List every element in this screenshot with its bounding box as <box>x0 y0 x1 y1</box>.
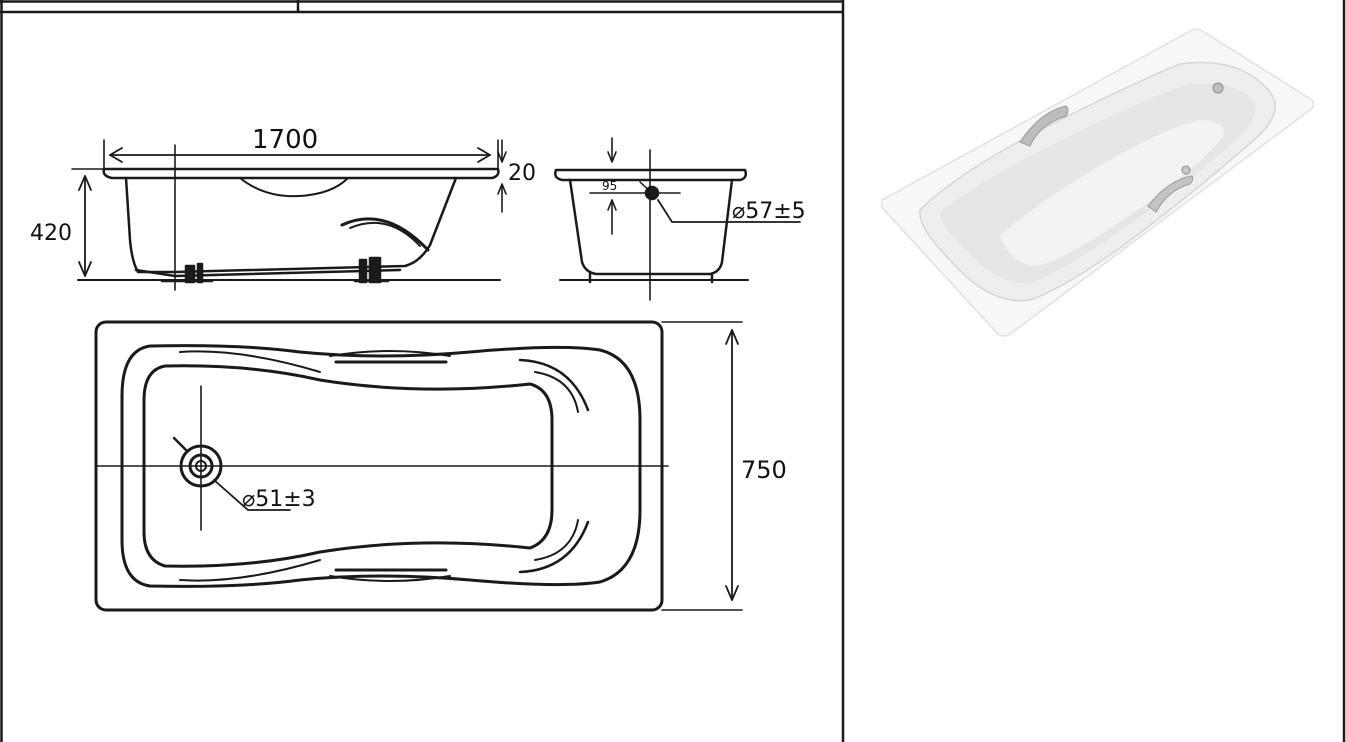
overflow-diameter-label: ⌀57±5 <box>732 199 806 224</box>
side-view-drawing <box>71 139 507 291</box>
end-view-drawing <box>554 137 801 301</box>
width-dimension-label: 750 <box>741 456 787 484</box>
length-dimension-label: 1700 <box>252 125 318 155</box>
height-dimension-label: 420 <box>30 221 72 246</box>
overflow-offset-label: 95 <box>602 179 617 193</box>
rim-thickness-label: 20 <box>508 161 536 186</box>
top-view-drawing <box>94 320 743 612</box>
drain-diameter-label: ⌀51±3 <box>242 487 316 512</box>
bathtub-photo <box>880 28 1315 337</box>
